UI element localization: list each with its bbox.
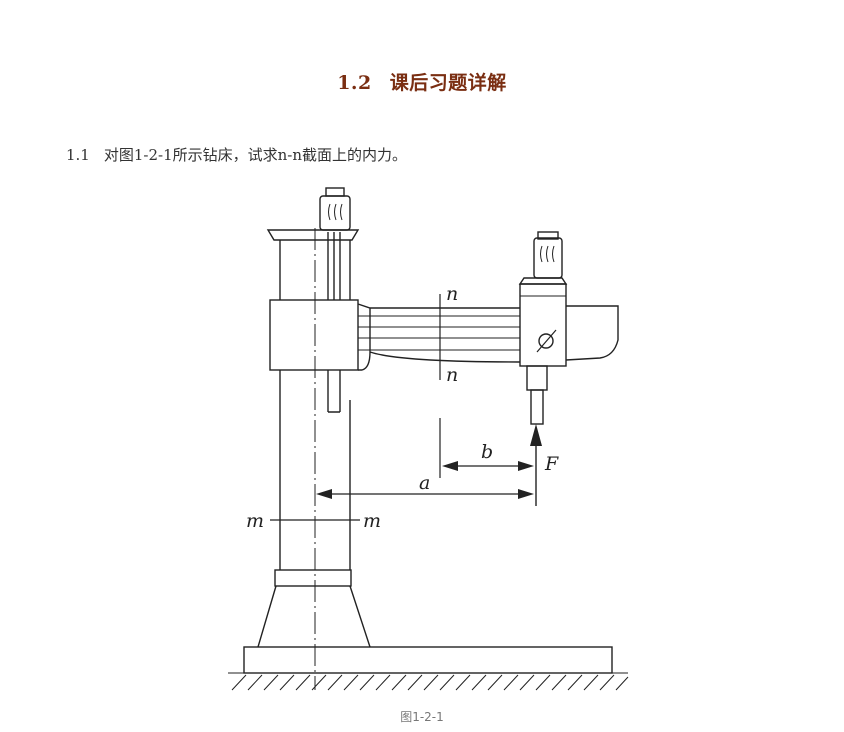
spindle xyxy=(526,365,548,391)
label-m-left: m xyxy=(246,510,264,532)
label-n-top: n xyxy=(446,283,458,305)
horizontal-arm xyxy=(357,303,521,371)
label-m-right: m xyxy=(363,510,381,532)
section-title: 1.2 课后习题详解 xyxy=(0,68,844,95)
label-n-bottom: n xyxy=(446,364,458,386)
pedestal-collar xyxy=(274,569,352,587)
column xyxy=(279,240,351,570)
head-motor xyxy=(533,237,563,279)
guide-rod xyxy=(327,232,341,413)
pedestal xyxy=(257,585,371,648)
label-F: F xyxy=(544,453,559,475)
problem-number: 1.1 xyxy=(66,146,90,164)
section-heading: 课后习题详解 xyxy=(389,72,507,94)
base-plate xyxy=(243,646,613,674)
figure-caption: 图1-2-1 xyxy=(400,710,444,724)
label-b: b xyxy=(481,441,493,463)
handwheel-icon xyxy=(538,333,554,349)
problem-statement: 1.1 对图1-2-1所示钻床，试求n-n截面上的内力。 xyxy=(66,144,407,165)
drill-bit xyxy=(530,389,544,425)
section-number: 1.2 xyxy=(337,72,372,94)
ground-hatch xyxy=(228,672,629,691)
problem-text: 对图1-2-1所示钻床，试求n-n截面上的内力。 xyxy=(103,146,408,164)
dimension-b xyxy=(442,461,534,471)
label-a: a xyxy=(419,472,430,494)
dimension-a xyxy=(316,489,534,499)
force-arrow-icon xyxy=(530,424,542,446)
column-cap xyxy=(266,229,360,241)
arm-sleeve xyxy=(269,299,359,371)
